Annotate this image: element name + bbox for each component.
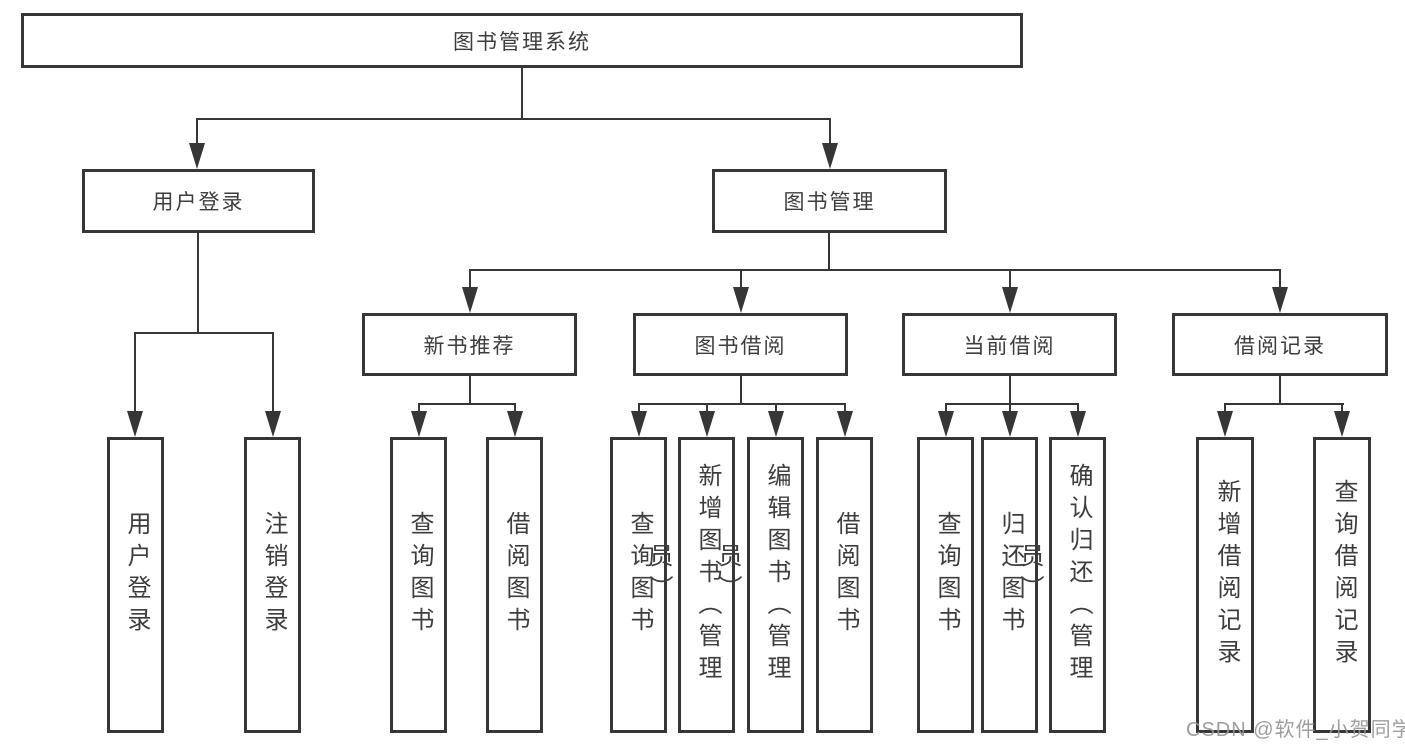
arrow-down-icon: [822, 143, 838, 169]
arrow-down-icon: [127, 411, 143, 437]
arrow-down-icon: [938, 411, 954, 437]
connector-line: [272, 333, 274, 413]
leaf-add-books-admin: 新增图书（管理员）: [645, 437, 735, 733]
node-new-book-recommendation: 新书推荐: [362, 313, 577, 376]
connector-line: [134, 333, 136, 413]
connector-line: [521, 68, 523, 120]
connector-line: [1224, 403, 1344, 405]
connector-line: [134, 332, 274, 334]
connector-line: [1341, 404, 1343, 414]
connector-line: [196, 118, 831, 120]
connector-line: [469, 270, 471, 290]
node-book-management: 图书管理: [712, 169, 947, 233]
connector-line: [1009, 376, 1011, 405]
leaf-borrow-books-recommend: 借阅图书: [486, 437, 543, 733]
connector-line: [829, 119, 831, 145]
arrow-down-icon: [507, 411, 523, 437]
connector-line: [196, 119, 198, 145]
arrow-down-icon: [631, 411, 647, 437]
arrow-down-icon: [1272, 287, 1288, 313]
connector-line: [828, 233, 830, 271]
connector-line: [740, 270, 742, 290]
arrow-down-icon: [1217, 411, 1233, 437]
leaf-query-books-current: 查询图书: [917, 437, 974, 733]
arrow-down-icon: [462, 287, 478, 313]
connector-line: [1279, 270, 1281, 290]
leaf-query-borrow-record: 查询借阅记录: [1313, 437, 1371, 733]
node-current-borrowing: 当前借阅: [902, 313, 1117, 376]
leaf-return-books: 归还图书: [981, 437, 1038, 733]
connector-line: [418, 403, 516, 405]
arrow-down-icon: [768, 411, 784, 437]
arrow-down-icon: [837, 411, 853, 437]
connector-line: [1224, 404, 1226, 414]
csdn-watermark: CSDN @软件_小贺同学: [1186, 719, 1405, 741]
leaf-confirm-return-admin: 确认归还（管理员）: [1016, 437, 1106, 733]
node-book-borrowing: 图书借阅: [633, 313, 848, 376]
connector-line: [1279, 376, 1281, 405]
arrow-down-icon: [189, 143, 205, 169]
connector-line: [945, 403, 1079, 405]
arrow-down-icon: [1334, 411, 1350, 437]
connector-line: [706, 404, 708, 414]
connector-line: [945, 404, 947, 414]
connector-line: [418, 404, 420, 414]
connector-line: [844, 404, 846, 414]
connector-line: [638, 404, 640, 414]
connector-line: [638, 403, 846, 405]
arrow-down-icon: [1002, 411, 1018, 437]
connector-line: [469, 376, 471, 405]
connector-line: [1009, 404, 1011, 414]
leaf-borrow-books: 借阅图书: [816, 437, 873, 733]
connector-line: [740, 376, 742, 405]
connector-line: [469, 269, 1281, 271]
node-borrowing-records: 借阅记录: [1172, 313, 1388, 376]
leaf-add-borrow-record: 新增借阅记录: [1196, 437, 1254, 733]
connector-line: [1009, 270, 1011, 290]
arrow-down-icon: [411, 411, 427, 437]
leaf-query-books-borrow: 查询图书: [610, 437, 667, 733]
arrow-down-icon: [265, 411, 281, 437]
connector-line: [1077, 404, 1079, 414]
leaf-query-books-recommend: 查询图书: [390, 437, 447, 733]
arrow-down-icon: [1002, 287, 1018, 313]
connector-line: [775, 404, 777, 414]
connector-line: [514, 404, 516, 414]
connector-line: [197, 233, 199, 334]
leaf-user-login: 用户登录: [107, 437, 164, 733]
arrow-down-icon: [1070, 411, 1086, 437]
arrow-down-icon: [699, 411, 715, 437]
node-library-management-system: 图书管理系统: [21, 13, 1023, 68]
arrow-down-icon: [733, 287, 749, 313]
node-user-login: 用户登录: [82, 169, 315, 233]
leaf-edit-books-admin: 编辑图书（管理员）: [714, 437, 804, 733]
leaf-logout: 注销登录: [244, 437, 301, 733]
